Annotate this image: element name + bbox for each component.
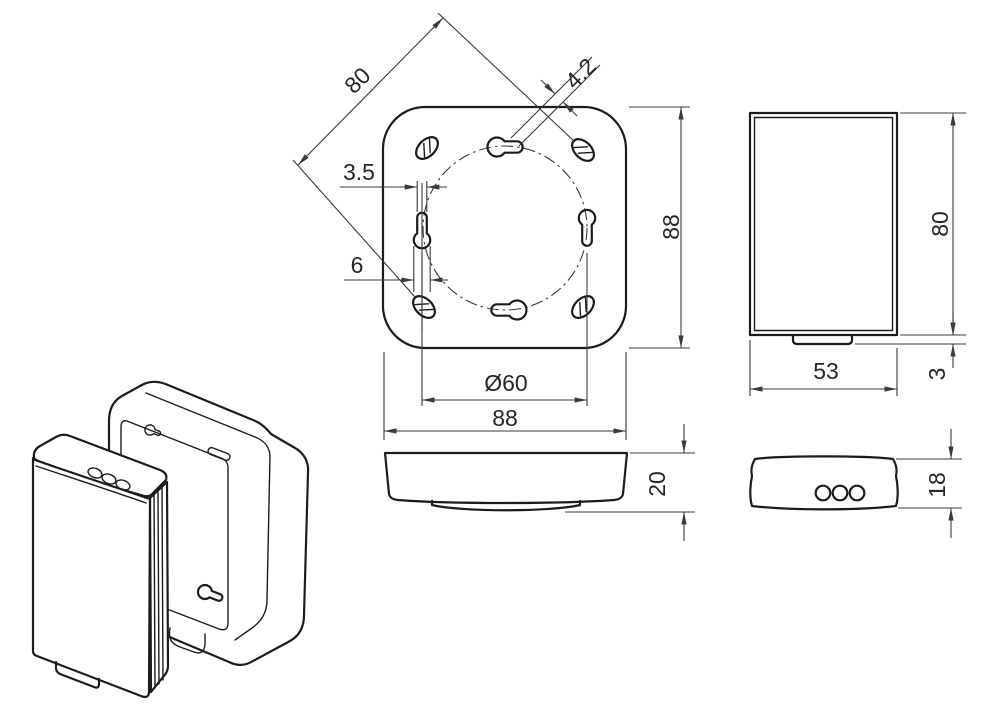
button-hole-right bbox=[848, 484, 866, 502]
keyhole-slot-top bbox=[486, 136, 524, 158]
dim-label-tab-3: 3 bbox=[924, 368, 950, 381]
enclosure-profile-outline bbox=[749, 455, 899, 511]
plate-profile-outline bbox=[383, 451, 629, 505]
dim-label-enclosure-depth-18: 18 bbox=[924, 472, 950, 498]
iso-top-slot bbox=[207, 446, 231, 462]
dimension-front-height-80: 80 bbox=[900, 112, 966, 336]
dim-label-height-88: 88 bbox=[658, 214, 684, 240]
dimension-front-width-53: 53 bbox=[749, 340, 898, 396]
dimension-hole-6: 6 bbox=[344, 246, 448, 292]
bolt-circle-dashed bbox=[422, 145, 588, 311]
dim-label-slot-3-5: 3.5 bbox=[343, 159, 375, 185]
dim-label-front-height-80: 80 bbox=[927, 211, 953, 237]
iso-back-plate-bevel bbox=[145, 392, 271, 641]
side-profile-view: 20 bbox=[383, 424, 695, 541]
top-view: 80 4.2 3.5 6 bbox=[292, 12, 690, 440]
dimension-enclosure-depth-18: 18 bbox=[896, 429, 962, 538]
keyhole-slot-left bbox=[412, 211, 432, 250]
dimension-tab-3: 3 bbox=[855, 312, 966, 380]
dim-label-profile-depth-20: 20 bbox=[644, 471, 670, 497]
dimension-diagonal-80: 80 bbox=[292, 12, 576, 298]
iso-keyhole bbox=[196, 583, 224, 602]
dim-label-bolt-circle-60: Ø60 bbox=[484, 370, 527, 396]
front-view: 80 3 53 bbox=[748, 111, 966, 396]
mounting-hole-bottom-left bbox=[412, 295, 436, 319]
iso-side-seam-1 bbox=[153, 493, 156, 689]
dim-label-hole-6: 6 bbox=[351, 252, 364, 278]
dimension-bolt-circle-60: Ø60 bbox=[421, 252, 588, 406]
dim-label-diagonal-80: 80 bbox=[339, 62, 375, 98]
enclosure-inner-edge bbox=[753, 116, 894, 332]
iso-front-unit-front-face bbox=[31, 456, 152, 699]
keyhole-slot-right bbox=[577, 208, 597, 247]
isometric-view bbox=[31, 380, 310, 699]
keyhole-slot-bottom bbox=[490, 299, 528, 321]
dimension-height-88: 88 bbox=[629, 106, 690, 349]
iso-bottom-tab bbox=[54, 660, 101, 689]
iso-button-holes bbox=[87, 467, 131, 491]
dimension-profile-depth-20: 20 bbox=[565, 424, 695, 541]
iso-back-plate-recess bbox=[120, 420, 229, 631]
enclosure-outline bbox=[748, 111, 899, 337]
top-profile-view: 18 bbox=[749, 429, 962, 538]
button-hole-left bbox=[814, 484, 832, 502]
iso-side-seam-3 bbox=[161, 486, 164, 681]
mounting-hole-top-left bbox=[415, 136, 439, 160]
mounting-plate-outline bbox=[381, 105, 628, 350]
mounting-hole-bottom-right bbox=[571, 295, 595, 319]
plate-profile-lip bbox=[430, 499, 582, 512]
dim-label-slot-4-2: 4.2 bbox=[560, 53, 601, 94]
iso-front-face-bevel bbox=[35, 465, 147, 504]
iso-side-seam-2 bbox=[157, 490, 160, 685]
iso-upper-keyhole bbox=[144, 424, 162, 437]
dim-label-width-88: 88 bbox=[492, 405, 518, 431]
dimension-width-88: 88 bbox=[383, 352, 627, 440]
mounting-tab bbox=[791, 333, 854, 346]
iso-front-unit bbox=[31, 433, 170, 699]
iso-cable-notch bbox=[168, 627, 206, 654]
dim-label-front-width-53: 53 bbox=[813, 358, 839, 384]
button-hole-middle bbox=[831, 484, 849, 502]
dimension-slot-3-5: 3.5 bbox=[340, 159, 447, 212]
dimension-slot-4-2: 4.2 bbox=[510, 53, 601, 147]
